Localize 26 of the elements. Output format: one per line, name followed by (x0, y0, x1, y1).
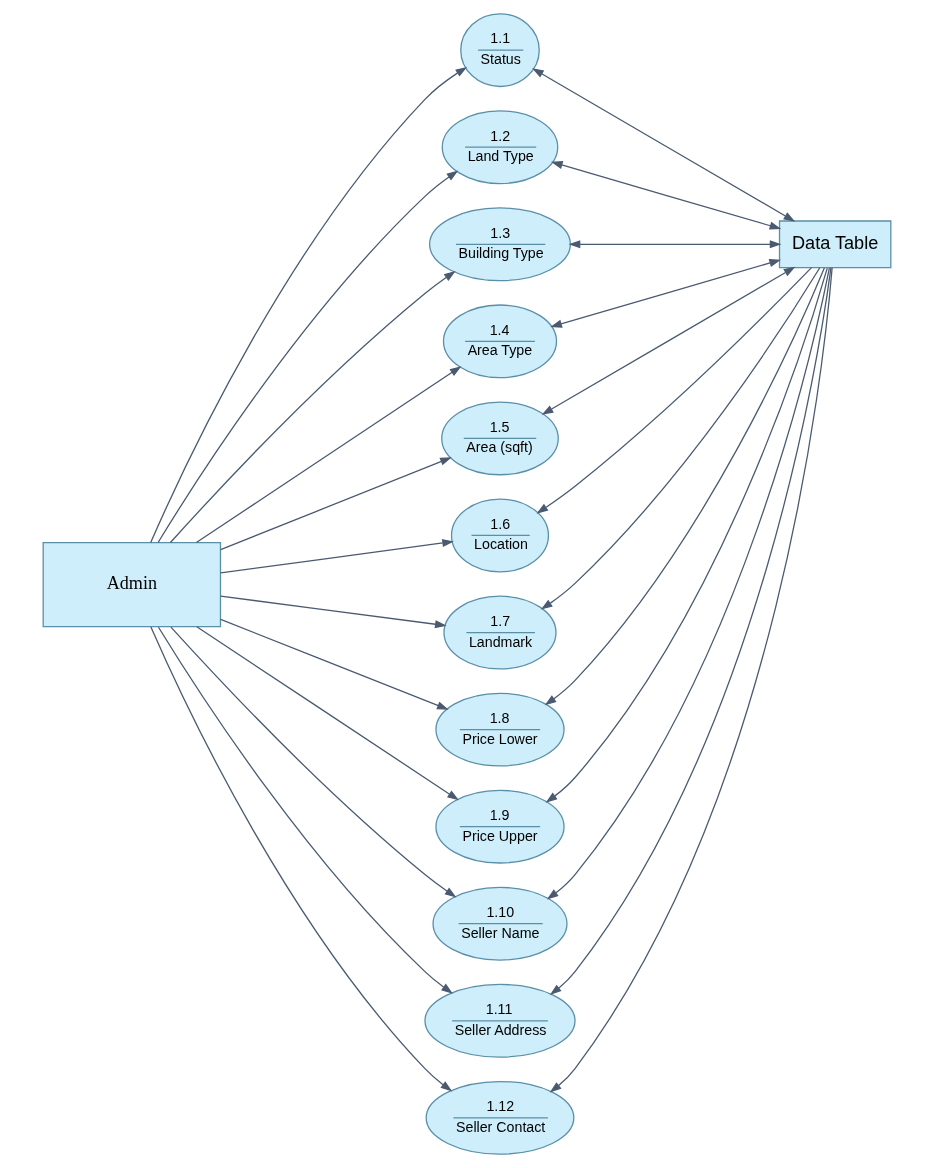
arrow (195, 366, 462, 544)
arrow (220, 539, 454, 574)
node-ellipse: 1.2 Land Type (441, 110, 559, 185)
arrow (220, 595, 447, 629)
arrow (540, 267, 821, 610)
node-circle: 1.1 Status (460, 13, 540, 88)
node-ellipse: 1.7 Landmark (443, 595, 557, 670)
arrow (532, 68, 796, 222)
arrow (220, 457, 452, 551)
arrow (545, 267, 828, 803)
arrow (550, 259, 781, 328)
node-box: Data Table (778, 220, 892, 269)
node-box: Admin (42, 541, 222, 628)
arrow (544, 267, 825, 706)
arrow (551, 161, 782, 230)
arrow (170, 626, 457, 898)
arrow (541, 266, 796, 415)
arrow (536, 267, 813, 514)
arrow (220, 618, 449, 710)
arrow (196, 626, 459, 801)
arrow (150, 66, 468, 544)
arrow (150, 626, 453, 1092)
arrow (568, 240, 782, 249)
arrow (157, 170, 459, 544)
arrow (157, 626, 453, 994)
arrow (169, 270, 456, 544)
